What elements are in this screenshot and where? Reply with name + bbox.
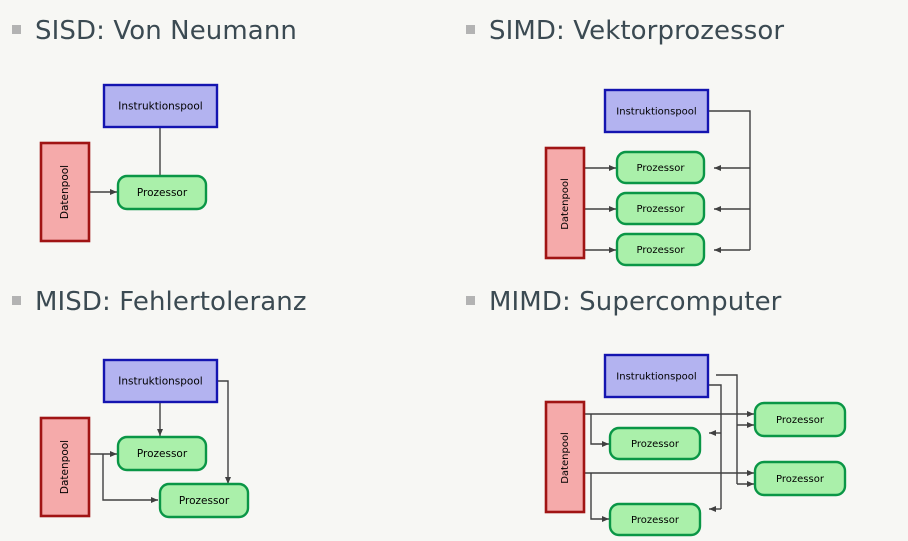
data-pool-label: Datenpool (59, 165, 71, 219)
heading-label: MISD: Fehlertoleranz (35, 287, 307, 317)
processor-box: Prozessor (158, 482, 250, 519)
data-pool-label: Datenpool (560, 178, 571, 230)
data-pool-label: Datenpool (560, 432, 571, 484)
instruction-pool-box: Instruktionspool (603, 88, 710, 134)
connector-instruction-bus-inner (707, 384, 722, 512)
heading-label: MIMD: Supercomputer (489, 287, 782, 317)
instruction-pool-label: Instruktionspool (616, 107, 696, 118)
connector-data-bus-bottom (565, 470, 754, 522)
instruction-pool-label: Instruktionspool (118, 376, 202, 388)
diagram-simd: Instruktionspool Datenpool Prozessor Pro… (454, 58, 908, 270)
processor-box: Prozessor (615, 232, 706, 267)
quadrant-misd: MISD: Fehlertoleranz (0, 271, 454, 541)
quadrant-simd: SIMD: Vektorprozessor (454, 0, 908, 270)
processor-label: Prozessor (631, 515, 680, 526)
instruction-pool-box: Instruktionspool (603, 353, 710, 399)
instruction-pool-label: Instruktionspool (616, 372, 696, 383)
heading-misd: MISD: Fehlertoleranz (12, 289, 307, 315)
connector-instruction-to-processor-2 (217, 380, 231, 484)
processor-box: Prozessor (615, 150, 706, 185)
connector-instruction-bus (707, 110, 751, 253)
quadrant-mimd: MIMD: Supercomputer (454, 271, 908, 541)
heading-label: SISD: Von Neumann (35, 16, 297, 46)
bullet-square-icon (12, 25, 21, 34)
data-pool-box: Datenpool (39, 141, 91, 243)
bullet-square-icon (466, 296, 475, 305)
diagram-misd: Instruktionspool Datenpool Prozessor Pro… (0, 329, 454, 541)
processor-box: Prozessor (116, 174, 208, 211)
processor-box: Prozessor (608, 426, 702, 461)
quadrant-sisd: SISD: Von Neumann (0, 0, 454, 270)
bullet-square-icon (12, 296, 21, 305)
data-pool-box: Datenpool (544, 400, 586, 514)
processor-label: Prozessor (637, 204, 686, 215)
heading-sisd: SISD: Von Neumann (12, 18, 297, 44)
processor-box: Prozessor (615, 191, 706, 226)
processor-box: Prozessor (608, 502, 702, 537)
processor-label: Prozessor (637, 245, 686, 256)
diagram-mimd: Instruktionspool Datenpool Prozessor Pro… (454, 329, 908, 541)
processor-box: Prozessor (116, 435, 208, 472)
data-pool-label: Datenpool (59, 440, 71, 494)
processor-box: Prozessor (753, 401, 847, 438)
processor-label: Prozessor (776, 415, 825, 426)
connector-data-bus-top (565, 411, 754, 447)
heading-simd: SIMD: Vektorprozessor (466, 18, 784, 44)
instruction-pool-box: Instruktionspool (102, 358, 219, 404)
instruction-pool-label: Instruktionspool (118, 101, 202, 113)
connector-data-to-processor-2 (102, 454, 158, 503)
instruction-pool-box: Instruktionspool (102, 83, 219, 129)
processor-label: Prozessor (631, 439, 680, 450)
processor-label: Prozessor (137, 187, 188, 199)
processor-label: Prozessor (637, 163, 686, 174)
diagram-sisd: Instruktionspool Datenpool Prozessor (0, 58, 454, 270)
data-pool-box: Datenpool (39, 416, 91, 518)
processor-label: Prozessor (776, 474, 825, 485)
processor-label: Prozessor (179, 495, 230, 507)
data-pool-box: Datenpool (544, 146, 586, 260)
heading-mimd: MIMD: Supercomputer (466, 289, 781, 315)
bullet-square-icon (466, 25, 475, 34)
processor-box: Prozessor (753, 460, 847, 497)
heading-label: SIMD: Vektorprozessor (489, 16, 785, 46)
processor-label: Prozessor (137, 448, 188, 460)
connector-instruction-bus-outer (716, 374, 754, 487)
